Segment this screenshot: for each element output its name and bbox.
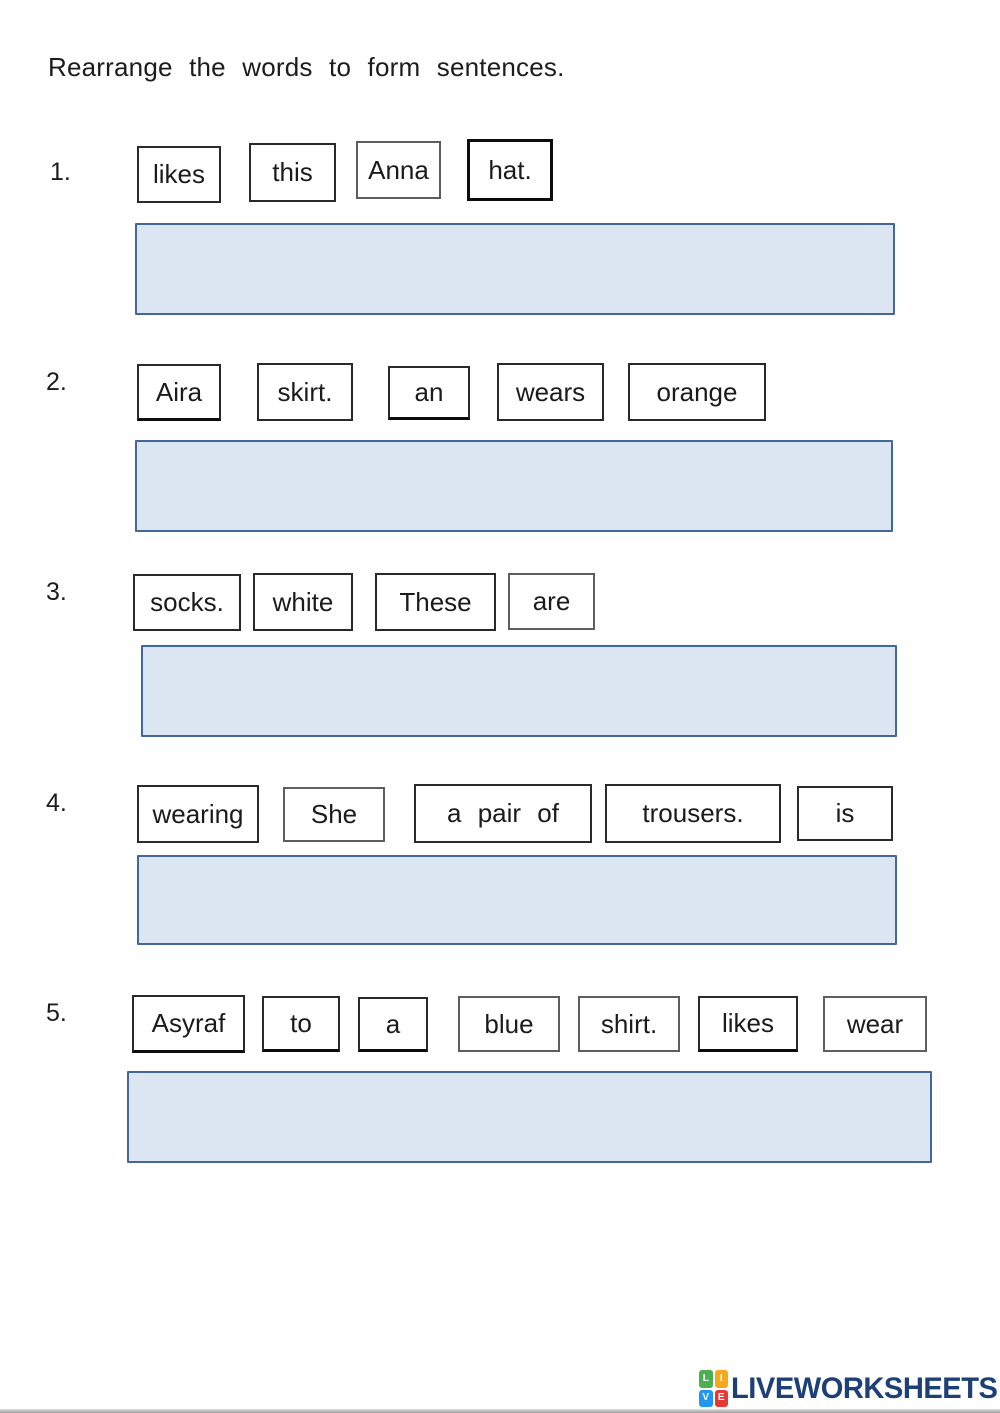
q1-word-this[interactable]: this xyxy=(249,143,336,202)
q2-word-an[interactable]: an xyxy=(388,366,470,420)
q4-word-a-pair-of[interactable]: a pair of xyxy=(414,784,592,843)
q1-word-anna[interactable]: Anna xyxy=(356,141,441,199)
q3-word-socks[interactable]: socks. xyxy=(133,574,241,631)
q5-word-shirt[interactable]: shirt. xyxy=(578,996,680,1052)
worksheet-title: Rearrange the words to form sentences. xyxy=(48,52,565,82)
q4-word-wearing[interactable]: wearing xyxy=(137,785,259,843)
logo-tile-e: E xyxy=(714,1389,728,1407)
q3-word-are[interactable]: are xyxy=(508,573,595,630)
q5-word-wear[interactable]: wear xyxy=(823,996,927,1052)
q5-word-likes[interactable]: likes xyxy=(698,996,798,1052)
q2-word-orange[interactable]: orange xyxy=(628,363,766,421)
q2-word-skirt[interactable]: skirt. xyxy=(257,363,353,421)
q3-word-these[interactable]: These xyxy=(375,573,496,631)
liveworksheets-logo-text: LIVEWORKSHEETS xyxy=(731,1371,998,1405)
question-2-number: 2. xyxy=(46,368,67,396)
page-bottom-edge xyxy=(0,1409,1000,1413)
question-1-number: 1. xyxy=(50,158,71,186)
q4-word-is[interactable]: is xyxy=(797,786,893,841)
question-5-number: 5. xyxy=(46,999,67,1027)
q5-word-blue[interactable]: blue xyxy=(458,996,560,1052)
q4-word-trousers[interactable]: trousers. xyxy=(605,784,781,843)
q5-answer-box[interactable] xyxy=(127,1071,932,1163)
liveworksheets-logo-icon: L I V E xyxy=(699,1370,728,1407)
logo-tile-i: I xyxy=(714,1370,728,1388)
q2-word-wears[interactable]: wears xyxy=(497,363,604,421)
q5-word-asyraf[interactable]: Asyraf xyxy=(132,995,245,1053)
q2-word-aira[interactable]: Aira xyxy=(137,364,221,421)
logo-tile-v: V xyxy=(699,1389,713,1407)
q3-answer-box[interactable] xyxy=(141,645,897,737)
question-3-number: 3. xyxy=(46,578,67,606)
q4-answer-box[interactable] xyxy=(137,855,897,945)
q4-word-she[interactable]: She xyxy=(283,787,385,842)
q1-word-likes[interactable]: likes xyxy=(137,146,221,203)
q1-answer-box[interactable] xyxy=(135,223,895,315)
q3-word-white[interactable]: white xyxy=(253,573,353,631)
q2-answer-box[interactable] xyxy=(135,440,893,532)
q5-word-a[interactable]: a xyxy=(358,997,428,1052)
liveworksheets-logo[interactable]: L I V E LIVEWORKSHEETS xyxy=(699,1370,1000,1407)
q5-word-to[interactable]: to xyxy=(262,996,340,1052)
q1-word-hat[interactable]: hat. xyxy=(467,139,553,201)
logo-tile-l: L xyxy=(699,1370,713,1388)
question-4-number: 4. xyxy=(46,789,67,817)
